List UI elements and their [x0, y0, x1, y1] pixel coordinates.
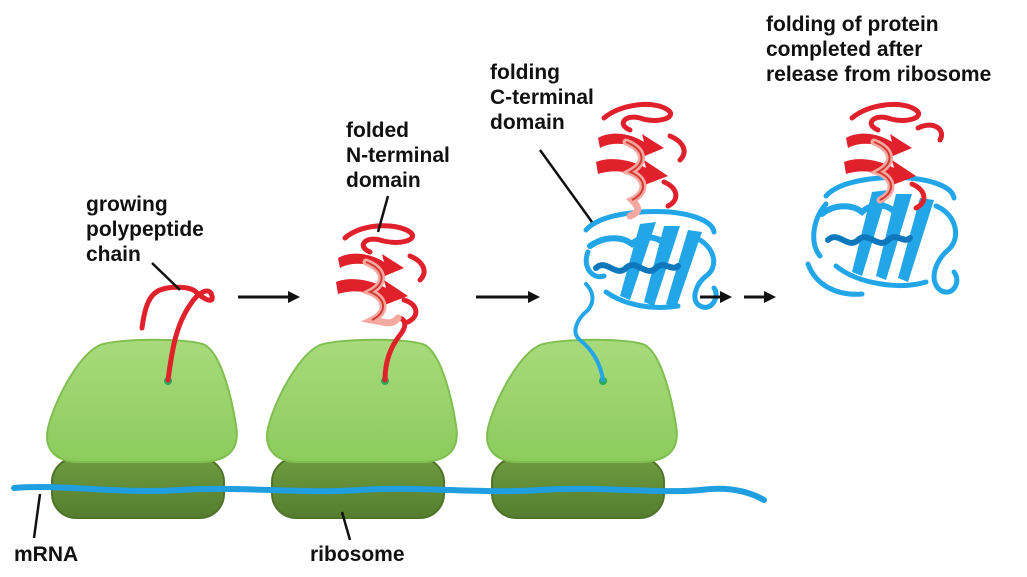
polypeptide-chain [382, 315, 408, 383]
n-terminal-domain-ribbon [596, 102, 687, 220]
c-terminal-domain-ribbon [583, 209, 719, 310]
label-line: folding of protein [766, 13, 939, 36]
label-line: domain [346, 169, 421, 192]
ribosome-2 [266, 195, 458, 519]
mrna-strand [11, 484, 767, 503]
label-line: chain [86, 243, 141, 266]
n-terminal-domain-ribbon [336, 223, 427, 327]
label-line: growing [86, 193, 168, 216]
label-line: folded [346, 119, 409, 142]
label-growing-polypeptide-chain: growing polypeptide chain [86, 192, 204, 267]
polypeptide-chain [573, 282, 605, 382]
ribosome-large-subunit [486, 338, 678, 463]
ribosome-3 [486, 102, 719, 519]
label-line: N-terminal [346, 144, 450, 167]
label-line: folding [490, 61, 560, 84]
leader-line [376, 195, 390, 233]
label-folded-n-terminal-domain: folded N-terminal domain [346, 118, 450, 193]
ribosome-large-subunit [266, 338, 458, 463]
leader-line [32, 493, 42, 539]
c-terminal-domain-ribbon [805, 175, 960, 297]
label-mrna: mRNA [14, 543, 79, 566]
process-arrow-3 [700, 291, 776, 303]
label-line: polypeptide [86, 218, 204, 241]
label-ribosome: ribosome [310, 543, 405, 566]
label-line: domain [490, 111, 565, 134]
process-arrow-2 [476, 291, 540, 303]
label-line: C-terminal [490, 86, 594, 109]
ribosome-1 [46, 284, 238, 519]
process-arrow-1 [238, 291, 300, 303]
ribosome-large-subunit [46, 338, 238, 463]
label-folding-completed: folding of protein completed after relea… [766, 12, 991, 87]
n-terminal-domain-ribbon [844, 102, 944, 211]
leader-line [151, 262, 181, 291]
label-folding-c-terminal-domain: folding C-terminal domain [490, 60, 594, 135]
leader-line [538, 149, 594, 223]
leader-line [340, 511, 352, 541]
label-line: completed after [766, 38, 923, 61]
polypeptide-chain [139, 284, 215, 383]
label-line: release from ribosome [766, 63, 992, 86]
released-folded-protein [805, 102, 960, 297]
